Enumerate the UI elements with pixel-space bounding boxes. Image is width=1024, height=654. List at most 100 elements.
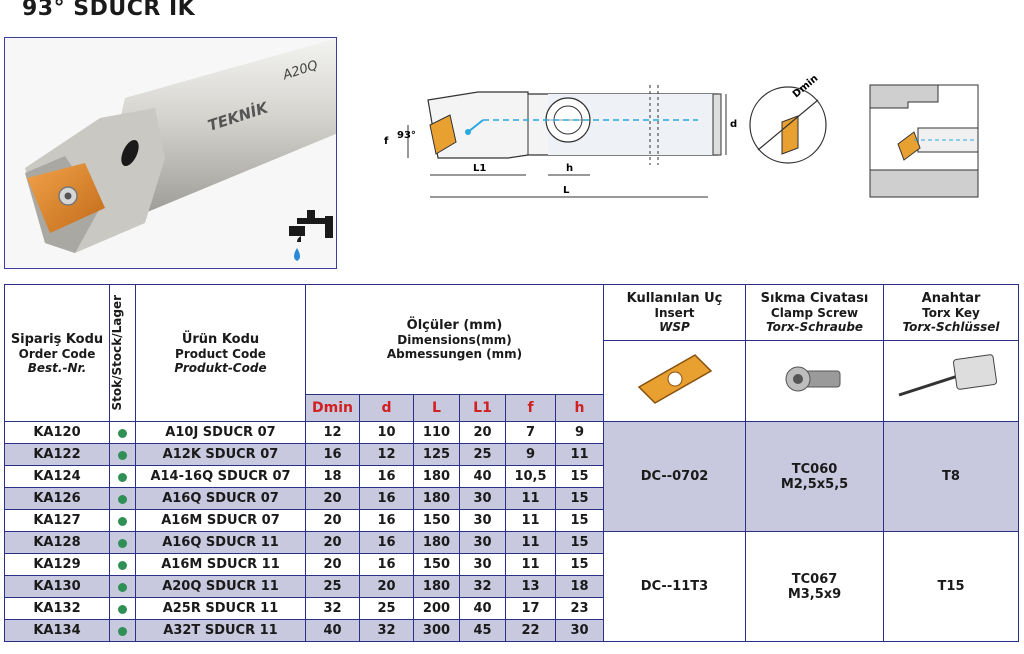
dim-cell-l1: 32 [459,575,506,598]
product-code-cell: A14-16Q SDUCR 07 [135,465,306,488]
dim-cell-l1: 40 [459,597,506,620]
dim-cell-dmin: 32 [305,597,360,620]
product-code-cell: A20Q SDUCR 11 [135,575,306,598]
header-stock: Stok/Stock/Lager [109,284,136,422]
dim-cell-l: 200 [413,597,460,620]
stock-dot-icon [118,539,127,548]
dim-cell-h: 18 [554,575,605,598]
torx-key-cell: T8 [883,421,1020,532]
order-code-cell: KA122 [4,443,110,466]
dim-cell-d: 20 [359,575,414,598]
stock-indicator [109,619,136,642]
dim-cell-l1: 45 [459,619,506,642]
stock-indicator [109,531,136,554]
stock-dot-icon [118,627,127,636]
dim-cell-dmin: 20 [305,509,360,532]
dim-cell-dmin: 25 [305,575,360,598]
screw-size: M2,5x5,5 [780,476,849,492]
dim-cell-d: 16 [359,531,414,554]
dim-cell-h: 9 [554,421,605,444]
dim-cell-dmin: 18 [305,465,360,488]
dim-cell-d: 16 [359,509,414,532]
dim-cell-l1: 30 [459,531,506,554]
dim-cell-l1: 25 [459,443,506,466]
col-d: d [359,394,414,422]
dim-cell-dmin: 20 [305,553,360,576]
product-code-cell: A16Q SDUCR 11 [135,531,306,554]
order-code-cell: KA134 [4,619,110,642]
dim-cell-f: 9 [505,443,556,466]
screw-code: TC067 [791,571,838,587]
insert-code-cell: DC--0702 [603,421,747,532]
dim-label-angle: 93° [397,130,416,141]
dim-cell-f: 13 [505,575,556,598]
stock-indicator [109,553,136,576]
col-L1: L1 [459,394,506,422]
stock-dot-icon [118,451,127,460]
product-code-cell: A16M SDUCR 07 [135,509,306,532]
dim-cell-h: 15 [554,487,605,510]
insert-code-cell: DC--11T3 [603,531,747,642]
header-insert: Kullanılan Uç Insert WSP [603,284,747,341]
dim-cell-f: 11 [505,509,556,532]
dim-label-f: f [384,136,389,147]
dim-cell-d: 16 [359,553,414,576]
dim-label-h: h [566,163,573,174]
dim-cell-dmin: 16 [305,443,360,466]
dim-cell-h: 15 [554,553,605,576]
dim-cell-h: 15 [554,465,605,488]
order-code-cell: KA130 [4,575,110,598]
dim-cell-l1: 30 [459,487,506,510]
screw-size: M3,5x9 [787,586,842,602]
order-code-cell: KA124 [4,465,110,488]
product-code-cell: A10J SDUCR 07 [135,421,306,444]
header-order-code: Sipariş Kodu Order Code Best.-Nr. [4,284,110,422]
dim-cell-l: 110 [413,421,460,444]
stock-indicator [109,443,136,466]
dim-cell-l: 150 [413,553,460,576]
dim-cell-l: 300 [413,619,460,642]
key-image [883,340,1020,422]
dim-cell-l: 180 [413,487,460,510]
dim-cell-d: 12 [359,443,414,466]
dim-label-L: L [563,185,570,196]
dim-cell-f: 11 [505,553,556,576]
dim-cell-f: 11 [505,487,556,510]
dim-cell-l1: 30 [459,509,506,532]
stock-indicator [109,421,136,444]
stock-dot-icon [118,429,127,438]
product-code-cell: A16M SDUCR 11 [135,553,306,576]
stock-indicator [109,509,136,532]
dim-cell-h: 15 [554,509,605,532]
dim-cell-f: 17 [505,597,556,620]
header-screw: Sıkma Civatası Clamp Screw Torx-Schraube [745,284,885,341]
product-photo: TEKNİK A20Q [4,37,337,269]
col-dmin: Dmin [305,394,360,422]
stock-indicator [109,465,136,488]
dim-cell-d: 10 [359,421,414,444]
coolant-icon [289,210,333,261]
dim-cell-l: 150 [413,509,460,532]
stock-indicator [109,575,136,598]
order-code-cell: KA127 [4,509,110,532]
dim-cell-d: 16 [359,487,414,510]
product-code-cell: A12K SDUCR 07 [135,443,306,466]
col-h: h [554,394,605,422]
dim-cell-d: 16 [359,465,414,488]
stock-dot-icon [118,517,127,526]
order-code-cell: KA126 [4,487,110,510]
dim-cell-l1: 40 [459,465,506,488]
order-code-cell: KA129 [4,553,110,576]
stock-dot-icon [118,583,127,592]
product-code-cell: A32T SDUCR 11 [135,619,306,642]
dim-cell-h: 15 [554,531,605,554]
